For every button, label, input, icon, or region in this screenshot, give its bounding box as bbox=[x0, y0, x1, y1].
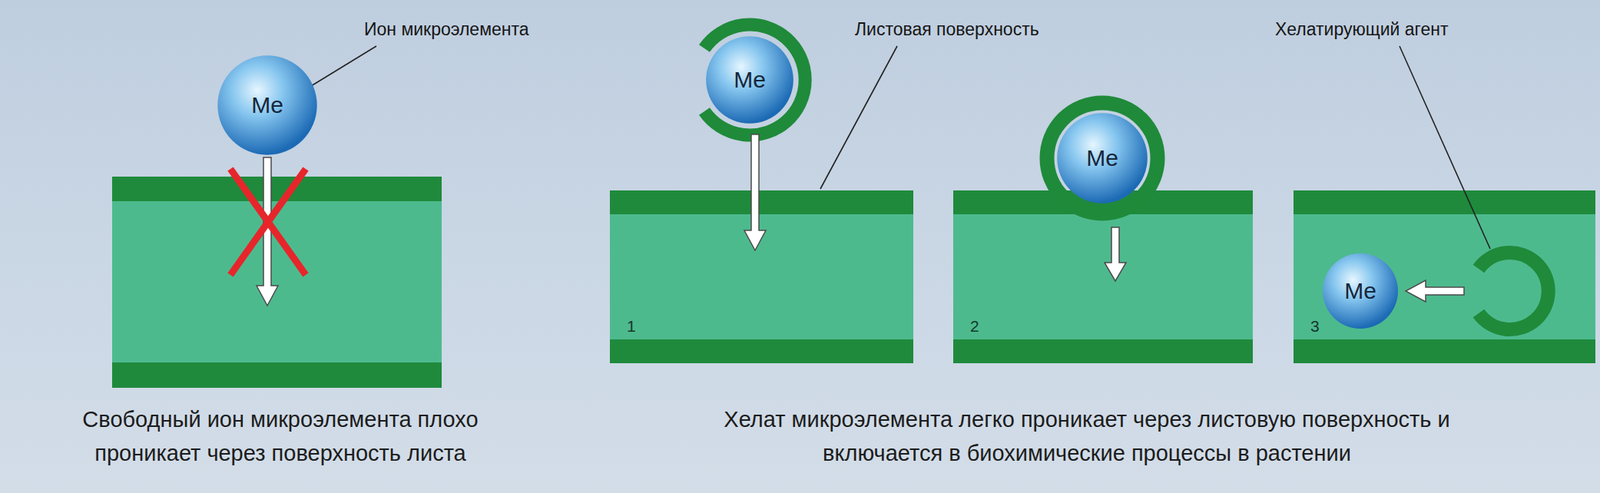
leader-line bbox=[311, 46, 1491, 249]
element-symbol: Me bbox=[1344, 278, 1377, 305]
caption-text: Свободный ион микроэлемента плохо проник… bbox=[42, 403, 519, 471]
blocked-cross bbox=[230, 168, 306, 275]
leaf-section bbox=[609, 190, 914, 364]
arrow bbox=[1104, 227, 1127, 282]
leaf-panel: 2 bbox=[953, 190, 1253, 364]
element-symbol: Me bbox=[733, 66, 766, 93]
arrow bbox=[744, 134, 766, 251]
callout-label: Листовая поверхность bbox=[854, 18, 1040, 41]
leaf-section bbox=[1293, 190, 1596, 364]
chelating-agent-ring bbox=[1478, 252, 1549, 330]
leaf-panel: 3 Me bbox=[1293, 190, 1596, 364]
ion-sphere: Me bbox=[1321, 252, 1399, 330]
chelate-ring bbox=[704, 24, 805, 136]
ion-sphere: Me bbox=[216, 54, 319, 156]
chelate-ring bbox=[1046, 102, 1158, 214]
arrow bbox=[1405, 280, 1465, 302]
step-number: 2 bbox=[970, 317, 980, 336]
element-symbol: Me bbox=[1086, 145, 1119, 172]
ion-sphere: Me bbox=[705, 35, 795, 125]
element-symbol: Me bbox=[251, 92, 284, 119]
ion-sphere: Me bbox=[1056, 112, 1149, 205]
caption-text: Хелат микроэлемента легко проникает чере… bbox=[664, 403, 1510, 471]
step-number: 3 bbox=[1310, 317, 1320, 336]
step-number: 1 bbox=[626, 317, 637, 336]
leaf-panel: 1 bbox=[609, 190, 914, 364]
callout-label: Хелатирующий агент bbox=[1275, 18, 1448, 41]
callout-label: Ион микроэлемента bbox=[364, 18, 530, 41]
